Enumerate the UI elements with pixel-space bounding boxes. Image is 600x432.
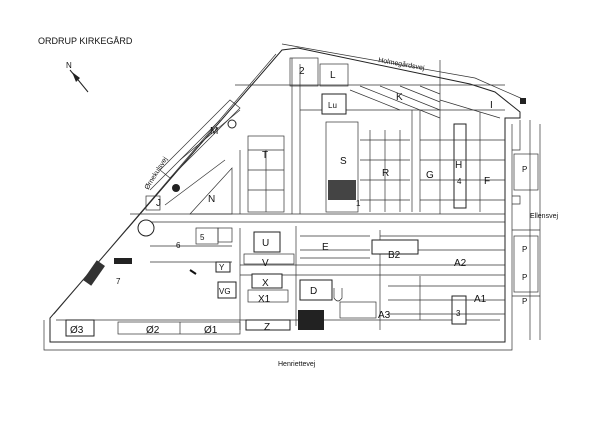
parking-label-1: P: [522, 165, 527, 174]
street-henriettevej: Henriettevej: [278, 361, 316, 368]
section-g-label: G: [426, 170, 434, 181]
section-a2-label: A2: [454, 258, 467, 269]
section-a1-label: A1: [474, 294, 487, 305]
section-l-label: L: [330, 70, 336, 81]
section-b2-label: B2: [388, 250, 401, 261]
parking-label-3: P: [522, 273, 527, 282]
section-j-label: J: [156, 198, 161, 209]
section-u-label: U: [262, 238, 269, 249]
section-v-label: V: [262, 258, 269, 269]
section-3-label: 3: [456, 309, 461, 318]
section-f-label: F: [484, 176, 490, 187]
section-5-label: 5: [200, 233, 205, 242]
section-n-label: N: [208, 194, 215, 205]
section-o2-label: Ø2: [146, 325, 160, 336]
section-k-label: K: [396, 92, 403, 103]
section-2-label: 2: [299, 66, 305, 77]
section-x-label: X: [262, 278, 269, 289]
section-m-label: M: [210, 126, 218, 137]
section-t-label: T: [262, 150, 268, 161]
section-1-label: 1: [356, 199, 361, 208]
street-ornekulsvej: Ørnekulsvej: [144, 156, 170, 191]
parking-label-4: P: [522, 297, 527, 306]
section-s-label: S: [340, 156, 347, 167]
section-i-label: I: [490, 100, 493, 111]
section-o1-label: Ø1: [204, 325, 218, 336]
section-x1-label: X1: [258, 294, 271, 305]
north-label: N: [66, 61, 72, 70]
street-ellensvej: Ellensvej: [530, 213, 558, 220]
section-z-label: Z: [264, 322, 270, 333]
section-7-label: 7: [116, 277, 121, 286]
section-r-label: R: [382, 168, 389, 179]
map-title: ORDRUP KIRKEGÅRD: [38, 36, 133, 46]
section-y-label: Y: [219, 263, 225, 272]
section-a3-label: A3: [378, 310, 391, 321]
parking-label-2: P: [522, 245, 527, 254]
section-h4-label: 4: [457, 177, 462, 186]
section-6-label: 6: [176, 241, 181, 250]
chapel-building: [328, 180, 356, 200]
section-o3-label: Ø3: [70, 325, 84, 336]
section-vg-label: VG: [219, 287, 231, 296]
building-7: [83, 260, 105, 286]
section-d-label: D: [310, 286, 317, 297]
cemetery-boundary: [49, 47, 521, 343]
section-h-label: H: [455, 160, 462, 171]
section-lu-label: Lu: [328, 101, 337, 110]
section-e-label: E: [322, 242, 329, 253]
north-arrow-icon: N: [66, 61, 89, 93]
